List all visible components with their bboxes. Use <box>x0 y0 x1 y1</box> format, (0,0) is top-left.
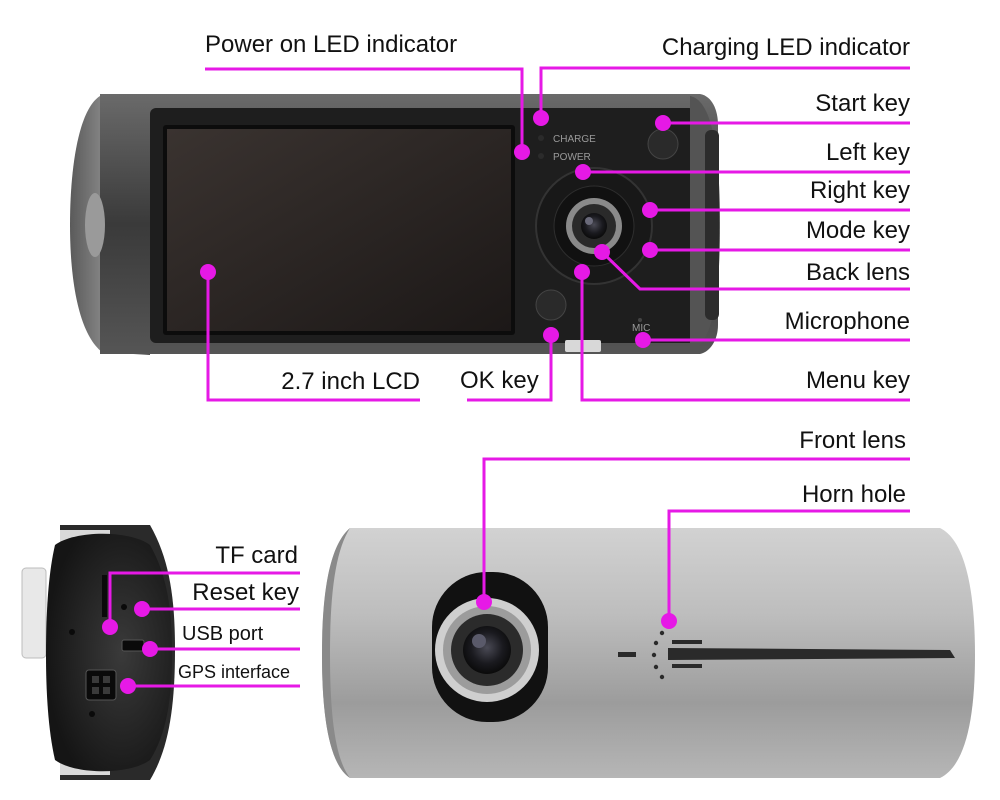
callout-dots <box>102 110 677 694</box>
label-right-key: Right key <box>810 177 910 204</box>
power-printed-label: POWER <box>553 152 591 163</box>
device-back-view: CHARGE POWER MIC <box>70 94 720 355</box>
dot-charging-led <box>533 110 549 126</box>
label-lcd: 2.7 inch LCD <box>281 368 420 395</box>
label-tf-card: TF card <box>215 542 298 569</box>
label-menu-key: Menu key <box>806 367 910 394</box>
label-horn-hole: Horn hole <box>802 481 906 508</box>
usb-port <box>121 639 145 652</box>
dot-tf-card <box>102 619 118 635</box>
lcd-screen <box>167 129 511 331</box>
dot-lcd <box>200 264 216 280</box>
dot-left-key <box>575 164 591 180</box>
dot-ok-key <box>543 327 559 343</box>
dot-mode-key <box>642 242 658 258</box>
label-microphone: Microphone <box>785 308 910 335</box>
callout-labels: Power on LED indicator Charging LED indi… <box>178 31 910 682</box>
dot-horn-hole <box>661 613 677 629</box>
dot-microphone <box>635 332 651 348</box>
label-mode-key: Mode key <box>806 217 910 244</box>
dot-front-lens <box>476 594 492 610</box>
tf-card-slot <box>102 575 107 617</box>
label-power-led: Power on LED indicator <box>205 31 457 58</box>
dot-start-key <box>655 115 671 131</box>
label-charging-led: Charging LED indicator <box>662 34 910 61</box>
ok-key-button[interactable] <box>535 289 567 321</box>
label-back-lens: Back lens <box>806 259 910 286</box>
dot-right-key <box>642 202 658 218</box>
dot-power-led <box>514 144 530 160</box>
dot-gps-interface <box>120 678 136 694</box>
label-gps-interface: GPS interface <box>178 662 290 682</box>
gps-port <box>85 669 117 701</box>
dot-usb-port <box>142 641 158 657</box>
label-usb-port: USB port <box>182 623 264 645</box>
dot-reset-key <box>134 601 150 617</box>
label-front-lens: Front lens <box>799 427 906 454</box>
label-start-key: Start key <box>815 90 910 117</box>
dot-menu-key <box>574 264 590 280</box>
label-reset-key: Reset key <box>192 579 299 606</box>
device-front-view <box>322 528 975 778</box>
start-key-button[interactable] <box>647 128 679 160</box>
mic-printed-label: MIC <box>632 323 650 334</box>
device-side-view <box>21 525 175 780</box>
label-left-key: Left key <box>826 139 910 166</box>
label-ok-key: OK key <box>460 367 539 394</box>
leader-lines <box>108 66 910 688</box>
charge-printed-label: CHARGE <box>553 134 596 145</box>
dot-back-lens <box>594 244 610 260</box>
